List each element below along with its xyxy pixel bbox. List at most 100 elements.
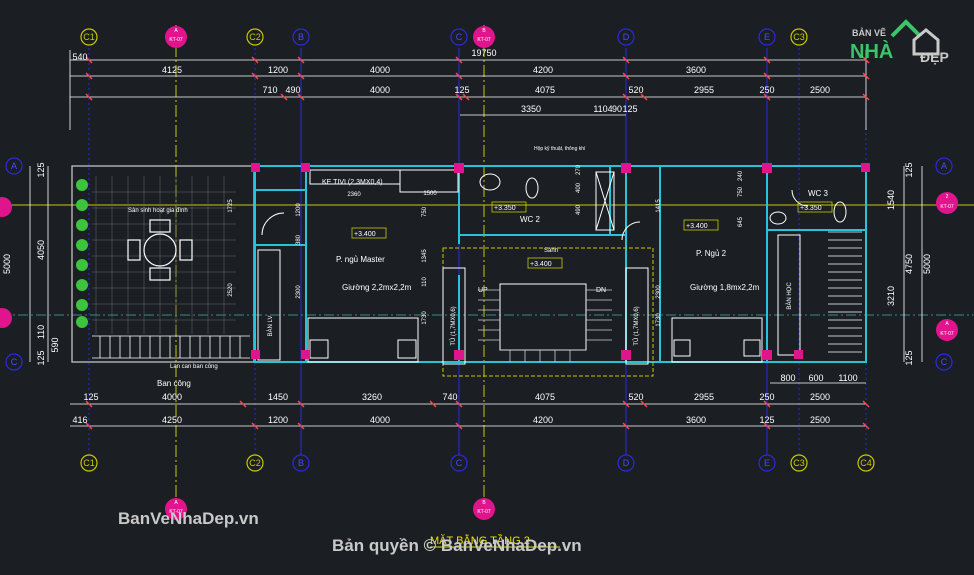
grid-bubble-c4-bottom	[857, 454, 875, 472]
drawing-title: MẶT BẰNG TẦNG 2	[430, 534, 530, 547]
balcony-railing	[92, 335, 250, 359]
stair-well	[499, 283, 587, 351]
grid-label-c-bottom: C	[456, 458, 463, 468]
dim-bot-r2-0: 416	[72, 415, 87, 425]
dim-bot-r1-8: 250	[759, 392, 774, 402]
bed-2	[671, 317, 763, 363]
dim-right-0: 125	[904, 162, 914, 177]
dim-inner-15: 645	[738, 216, 744, 227]
section-marker-top-left	[165, 26, 187, 48]
dim-bot-r1-6: 520	[628, 392, 643, 402]
dim-inner-14: 1415	[656, 199, 662, 213]
label-balcony: Ban công	[157, 379, 191, 388]
grid-bubble-b-bottom	[292, 454, 310, 472]
logo-house-icon: BẢN VẼ NHÀ ĐẸP	[850, 19, 949, 65]
dim-top-r2-0: 710	[262, 85, 277, 95]
label-technical-box: Hộp kỹ thuật, thông khí	[534, 146, 586, 152]
grid-bubble-labels: C1 C2 B C D E C3 C1 C2 B C D E C3 C4 A C…	[11, 32, 948, 468]
section-marker-left-mid	[0, 197, 12, 217]
desk-study	[777, 234, 801, 356]
wc2-basin	[479, 173, 501, 191]
label-master-bedroom: P. ngủ Master	[336, 255, 385, 264]
dim-top-r1-2: 4000	[370, 65, 390, 75]
planters	[76, 179, 88, 328]
grid-label-c4-bottom: C4	[860, 458, 872, 468]
section-markers	[0, 26, 958, 520]
grid-label-c2-top: C2	[249, 32, 261, 42]
dim-bot-r1-4: 740	[442, 392, 457, 402]
dim-top-r2-6: 2955	[694, 85, 714, 95]
dim-right-2: 4750	[904, 254, 914, 274]
dim-bot-r1-3: 3260	[362, 392, 382, 402]
grid-bubble-c-right	[935, 353, 953, 371]
dim-inner-10: 380	[296, 234, 302, 245]
room-labels: Sân sinh hoạt gia đình Lan can ban công …	[128, 146, 829, 388]
dim-bot-extra-1: 600	[808, 373, 823, 383]
dim-bot-r1-2: 1450	[268, 392, 288, 402]
section-marker-right-low	[936, 319, 958, 341]
level-master: +3.400	[354, 231, 376, 238]
section-sheet-a-right: KT-07	[940, 331, 954, 337]
logo-text-line3: ĐẸP	[920, 49, 949, 65]
label-desk-lv: BÀN LV	[267, 316, 274, 337]
grid-label-c-left: C	[11, 357, 18, 367]
section-marker-bottom-center	[473, 498, 495, 520]
section-axes	[0, 25, 974, 520]
balcony-right-stripes	[828, 231, 862, 353]
watermark-center: Bản quyền © BanVeNhaDep.vn	[332, 536, 582, 555]
dim-top-r2-4: 4075	[535, 85, 555, 95]
grid-label-e-top: E	[764, 32, 770, 42]
dim-left-2: 4050	[36, 240, 46, 260]
dim-top-r2-7: 250	[759, 85, 774, 95]
level-hall: +3.400	[530, 261, 552, 268]
grid-bubble-e-top	[758, 28, 776, 46]
label-tv-shelf: KE TIVI (2,3MX0,4)	[322, 179, 383, 186]
grid-bubble-c3-top	[790, 28, 808, 46]
dim-inner-3: 1500	[423, 191, 437, 197]
grid-bubble-d-bottom	[617, 454, 635, 472]
grid-bubble-b-top	[292, 28, 310, 46]
section-letter-a-top: A	[174, 28, 178, 34]
desk-lv	[257, 249, 281, 361]
dim-left-5: 125	[36, 350, 46, 365]
dim-inner-9: 110	[422, 277, 428, 287]
section-letter-2-right: 2	[946, 194, 949, 200]
label-courtyard: Sân sinh hoạt gia đình	[128, 208, 188, 214]
label-balcony-railing: Lan can ban công	[170, 364, 218, 370]
grid-bubbles-top	[5, 28, 953, 472]
dimension-lines	[29, 50, 923, 427]
dim-top-r2-3: 125	[454, 85, 469, 95]
dim-inner-8: 1730	[422, 311, 428, 325]
logo-text-line2: NHÀ	[850, 40, 893, 63]
grid-bubble-c-bottom	[450, 454, 468, 472]
dim-inner-11: 490	[576, 204, 582, 215]
label-wc3: WC 3	[808, 189, 829, 198]
dim-left-1: 5000	[2, 254, 12, 274]
grid-label-c3-bottom: C3	[793, 458, 805, 468]
dimension-ticks	[85, 56, 870, 430]
dim-inner-13: 270	[576, 164, 582, 175]
dim-bot-r1-1: 4000	[162, 392, 182, 402]
inner-dimension-texts: 1725 2520 1200 1500 2360 750 1345 2300 1…	[228, 164, 744, 326]
grid-label-c1-bottom: C1	[83, 458, 95, 468]
grid-bubble-c-top	[450, 28, 468, 46]
courtyard-outline	[71, 165, 255, 363]
grid-c-lines	[88, 48, 867, 455]
section-marker-right-mid	[936, 192, 958, 214]
dim-left-3: 110	[36, 325, 46, 339]
section-marker-left-low	[0, 308, 12, 328]
dim-bot-r1-0: 125	[83, 392, 98, 402]
grid-label-c2-bottom: C2	[249, 458, 261, 468]
master-bed	[307, 317, 419, 363]
grid-label-d-top: D	[623, 32, 630, 42]
dim-bot-r1-7: 2955	[694, 392, 714, 402]
grid-label-a-left: A	[11, 161, 17, 171]
dim-total-length: 19750	[471, 48, 496, 58]
dim-top-r2-1: 490	[285, 85, 300, 95]
level-wc2: +3.350	[494, 205, 516, 212]
dim-top-r1-1: 1200	[268, 65, 288, 75]
grid-bubble-e-bottom	[758, 454, 776, 472]
vertical-dimension-texts: 125 5000 4050 110 590 125 125 1540 4750 …	[2, 162, 932, 365]
label-bed-2-size: Giường 1,8mx2,2m	[690, 283, 760, 292]
